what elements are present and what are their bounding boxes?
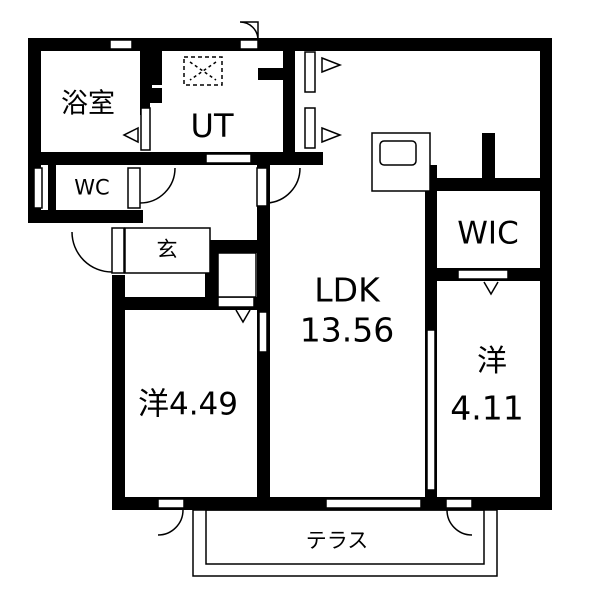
door-swings [71,21,499,577]
room-label-ldk: LDK [314,270,380,310]
area-label-terrace: テラス [305,528,369,553]
room-label-western-2: 洋 [477,344,507,379]
windows-and-openings [33,39,509,509]
room-label-wic: WIC [457,215,519,252]
room-label-entrance: 玄 [156,237,178,262]
room-label-western-1: 洋4.49 [137,386,239,423]
room-label-wc: WC [74,175,110,200]
room-label-bath: 浴室 [61,88,115,120]
room-size-ldk: 13.56 [299,310,395,350]
room-size-western-2: 4.11 [450,388,524,428]
room-label-utility: UT [190,107,234,145]
